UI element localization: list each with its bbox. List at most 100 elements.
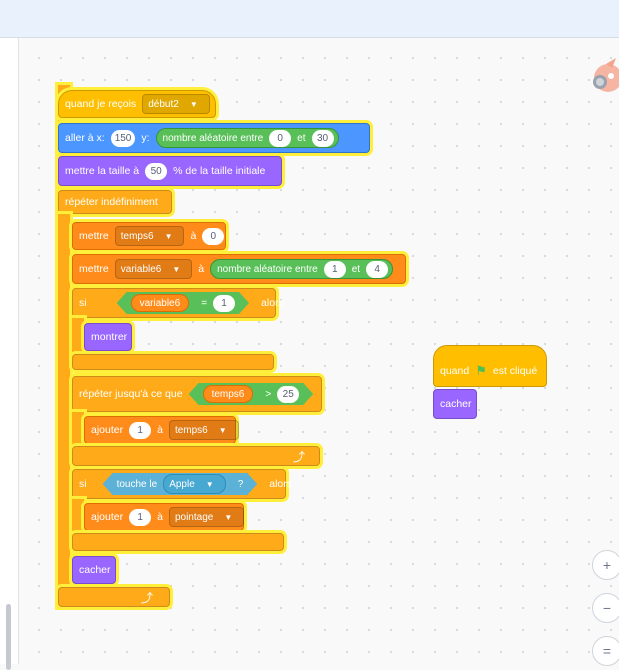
chevron-down-icon: ▼ xyxy=(189,99,198,109)
set-variable-block[interactable]: mettre variable6▼ à nombre aléatoire ent… xyxy=(72,254,406,284)
change-label: ajouter xyxy=(91,424,124,436)
variable-reporter[interactable]: temps6 xyxy=(203,385,254,403)
change-variable-block[interactable]: ajouter 1 à pointage ▼ xyxy=(84,503,245,531)
if-block[interactable]: si variable6 = 1 alors xyxy=(72,288,284,318)
chevron-down-icon: ▼ xyxy=(164,231,173,241)
random-and-label: et xyxy=(351,263,361,275)
go-to-xy-block[interactable]: aller à x: 150 y: nombre aléatoire entre… xyxy=(58,123,370,153)
x-input[interactable]: 150 xyxy=(110,129,136,147)
forever-block[interactable]: répéter indéfiniment xyxy=(58,190,172,214)
repeat-footer: ⤴ xyxy=(72,446,320,466)
random-label: nombre aléatoire entre xyxy=(217,263,318,275)
zoom-in-icon: + xyxy=(602,557,612,573)
palette-scrollbar[interactable] xyxy=(6,604,11,670)
zoom-reset-button[interactable]: = xyxy=(592,636,619,666)
equals-operator: = xyxy=(201,297,208,309)
set-label: mettre xyxy=(79,263,109,275)
top-menu-bar xyxy=(0,0,619,38)
message-value: début2 xyxy=(148,98,179,110)
zoom-reset-icon: = xyxy=(602,643,612,659)
change-value-input[interactable]: 1 xyxy=(129,508,152,526)
variable-dropdown[interactable]: temps6 ▼ xyxy=(168,420,239,440)
random-and-label: et xyxy=(297,132,306,144)
show-block[interactable]: montrer xyxy=(84,323,132,351)
pick-random-reporter[interactable]: nombre aléatoire entre 0 et 30 xyxy=(155,128,339,148)
greater-operator: > xyxy=(265,388,272,400)
goto-x-label: aller à x: xyxy=(65,132,105,144)
value-input[interactable]: 0 xyxy=(202,227,225,245)
if-arm xyxy=(72,318,84,358)
random-from-input[interactable]: 1 xyxy=(323,260,346,278)
set-size-block[interactable]: mettre la taille à 50 % de la taille ini… xyxy=(58,156,282,186)
set-variable-block[interactable]: mettre temps6 ▼ à 0 xyxy=(72,222,226,250)
goto-y-label: y: xyxy=(141,132,150,144)
to-label: à xyxy=(157,424,163,436)
random-to-input[interactable]: 4 xyxy=(366,260,389,278)
repeat-until-block[interactable]: répéter jusqu'à ce que temps6 > 25 xyxy=(72,376,322,412)
variable-dropdown[interactable]: variable6 ▼ xyxy=(114,259,193,279)
pick-random-reporter[interactable]: nombre aléatoire entre 1 et 4 xyxy=(210,259,394,279)
variable-name: pointage xyxy=(174,511,214,523)
if-block[interactable]: si touche le Apple▼ ? alors xyxy=(72,469,292,499)
greater-than-condition[interactable]: temps6 > 25 xyxy=(189,383,314,405)
when-receive-label: quand je reçois xyxy=(65,98,137,110)
loop-arrow-icon: ⤴ xyxy=(292,449,305,464)
zoom-in-button[interactable]: + xyxy=(592,550,619,580)
touching-condition[interactable]: touche le Apple ▼ ? xyxy=(103,473,258,495)
random-label: nombre aléatoire entre xyxy=(162,132,264,144)
chevron-down-icon: ▼ xyxy=(218,425,227,435)
when-i-receive-block[interactable]: quand je reçois début2 ▼ xyxy=(58,90,216,118)
question-mark: ? xyxy=(237,478,244,490)
random-to-input[interactable]: 30 xyxy=(311,129,334,147)
clicked-label: est cliqué xyxy=(492,365,538,377)
if-arm xyxy=(72,499,84,539)
touch-object-value: Apple xyxy=(169,478,195,490)
equals-condition[interactable]: variable6 = 1 xyxy=(117,292,249,314)
compare-value-input[interactable]: 25 xyxy=(277,386,299,403)
forever-arm xyxy=(58,214,70,589)
variable-name: variable6 xyxy=(120,263,162,275)
size-input[interactable]: 50 xyxy=(145,162,168,180)
set-label: mettre xyxy=(79,230,109,242)
to-label: à xyxy=(157,511,163,523)
repeat-arm xyxy=(72,412,84,448)
if-footer xyxy=(72,354,274,370)
when-label: quand xyxy=(440,365,470,377)
zoom-out-button[interactable]: − xyxy=(592,593,619,623)
compare-value-input[interactable]: 1 xyxy=(213,295,235,312)
then-label: alors xyxy=(269,478,293,490)
hide-label: cacher xyxy=(79,564,111,576)
message-dropdown[interactable]: début2 ▼ xyxy=(142,94,210,114)
then-label: alors xyxy=(261,297,284,309)
show-label: montrer xyxy=(91,331,128,343)
chevron-down-icon: ▼ xyxy=(205,479,214,489)
loop-arrow-icon: ⤴ xyxy=(140,590,153,605)
to-label: à xyxy=(190,230,197,242)
set-size-suffix: % de la taille initiale xyxy=(173,165,266,177)
forever-footer: ⤴ xyxy=(58,587,170,607)
if-footer xyxy=(72,533,284,551)
if-label: si xyxy=(79,297,87,309)
hide-block[interactable]: cacher xyxy=(72,556,116,584)
random-from-input[interactable]: 0 xyxy=(269,129,292,147)
touching-label: touche le xyxy=(116,478,158,490)
change-value-input[interactable]: 1 xyxy=(129,421,152,439)
chevron-down-icon: ▼ xyxy=(172,264,181,274)
variable-name: temps6 xyxy=(120,230,154,242)
hide-label: cacher xyxy=(440,398,472,410)
variable-name: temps6 xyxy=(174,424,208,436)
change-label: ajouter xyxy=(91,511,124,523)
touch-object-dropdown[interactable]: Apple ▼ xyxy=(163,474,226,494)
green-flag-icon: ⚑ xyxy=(475,363,487,378)
set-size-label: mettre la taille à xyxy=(65,165,140,177)
repeat-until-label: répéter jusqu'à ce que xyxy=(79,388,183,400)
variable-dropdown[interactable]: temps6 ▼ xyxy=(114,226,185,246)
variable-dropdown[interactable]: pointage ▼ xyxy=(168,507,245,527)
zoom-out-icon: − xyxy=(602,600,612,616)
variable-reporter[interactable]: variable6 xyxy=(131,294,190,312)
change-variable-block[interactable]: ajouter 1 à temps6 ▼ xyxy=(84,416,239,444)
hide-block[interactable]: cacher xyxy=(433,389,477,419)
sprite-thumbnail-icon xyxy=(593,58,619,92)
when-flag-clicked-block[interactable]: quand ⚑ est cliqué xyxy=(433,345,547,387)
chevron-down-icon: ▼ xyxy=(224,512,233,522)
